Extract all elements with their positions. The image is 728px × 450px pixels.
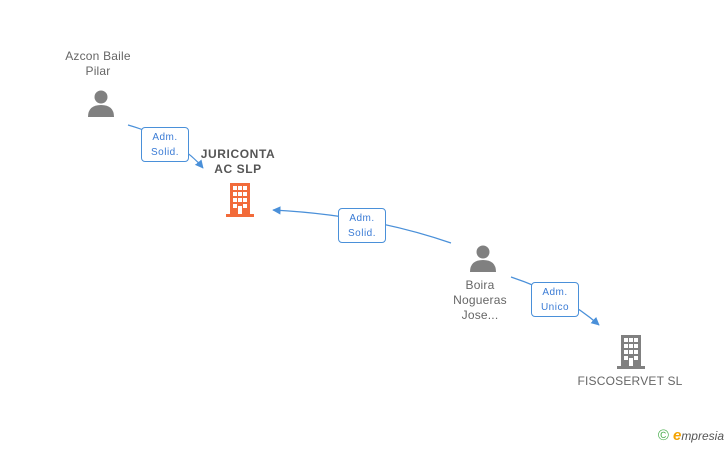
person-icon[interactable] [86,88,116,118]
building-icon[interactable] [615,335,647,369]
node-label-juriconta[interactable]: JURICONTA AC SLP [188,147,288,177]
node-label-line: AC SLP [214,162,262,176]
brand-logo-e: e [672,427,682,444]
node-label-line: Pilar [85,64,111,78]
edge-badge-line: Unico [540,302,570,313]
copyright-icon: © [657,427,669,444]
node-label-fiscoservet[interactable]: FISCOSERVET SL [570,374,690,389]
node-label-line: Azcon Baile [65,49,131,63]
node-label-line: Jose... [461,308,499,322]
node-label-line: Boira [465,278,495,292]
edge-badge-line: Solid. [150,147,179,158]
edge-badge-line: Adm. [152,132,178,143]
edge-badge-boira-juriconta[interactable]: Adm. Solid. [338,208,386,243]
edge-badge-line: Adm. [349,213,375,224]
brand-logo-text: mpresia [681,429,724,443]
node-label-boira[interactable]: Boira Nogueras Jose... [430,278,530,323]
person-icon[interactable] [468,243,498,273]
brand-logo: ©empresia [658,427,724,444]
node-label-azcon[interactable]: Azcon Baile Pilar [48,49,148,79]
edge-badge-azcon-juriconta[interactable]: Adm. Solid. [141,127,189,162]
node-label-line: FISCOSERVET SL [577,374,683,388]
edge-badge-line: Adm. [542,287,568,298]
edge-badge-line: Solid. [347,228,376,239]
node-label-line: JURICONTA [200,147,276,161]
node-label-line: Nogueras [453,293,507,307]
edge-badge-boira-fiscoservet[interactable]: Adm. Unico [531,282,579,317]
building-icon[interactable] [224,183,256,217]
